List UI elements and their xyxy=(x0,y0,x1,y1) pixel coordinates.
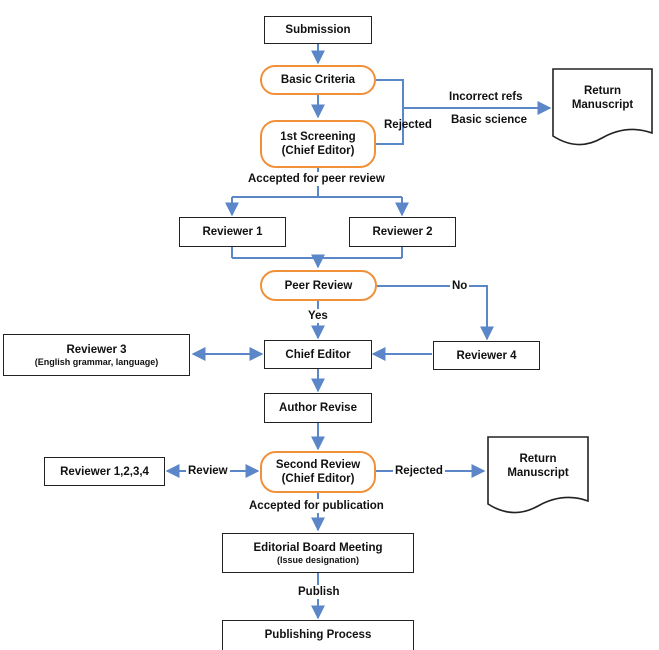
basic-criteria-label: Basic Criteria xyxy=(280,74,356,86)
reviewer3-subtitle: (English grammar, language) xyxy=(34,356,159,367)
return-1-line1: Return xyxy=(583,85,622,97)
return-manuscript-shape-1 xyxy=(552,68,653,146)
publishing-process-label: Publishing Process xyxy=(264,629,372,641)
author-revise-label: Author Revise xyxy=(279,402,357,414)
first-screening-subtitle: (Chief Editor) xyxy=(281,145,355,157)
return-1-line2: Manuscript xyxy=(571,99,634,111)
label-accepted-pub: Accepted for publication xyxy=(247,499,386,513)
arrow-peer-reviewer4 xyxy=(377,285,494,341)
reviewer1234-node: Reviewer 1,2,3,4 xyxy=(44,457,165,486)
first-screening-title: 1st Screening xyxy=(280,131,356,143)
first-screening-node: 1st Screening (Chief Editor) xyxy=(260,120,376,168)
label-rejected-1: Rejected xyxy=(384,119,432,131)
label-review: Review xyxy=(186,464,230,478)
editorial-board-subtitle: (Issue designation) xyxy=(276,554,359,565)
submission-node: Submission xyxy=(264,16,372,44)
return-2-line2: Manuscript xyxy=(507,467,569,479)
reviewer2-node: Reviewer 2 xyxy=(349,217,456,247)
editorial-board-title: Editorial Board Meeting xyxy=(253,541,383,554)
reviewer3-title: Reviewer 3 xyxy=(66,343,127,356)
label-publish: Publish xyxy=(296,585,342,599)
label-accepted-peer: Accepted for peer review xyxy=(246,172,387,186)
reviewer2-label: Reviewer 2 xyxy=(372,226,433,238)
basic-criteria-node: Basic Criteria xyxy=(260,65,376,95)
second-review-node: Second Review (Chief Editor) xyxy=(260,451,376,493)
peer-review-label: Peer Review xyxy=(284,279,353,292)
second-review-subtitle: (Chief Editor) xyxy=(281,473,355,485)
reviewer4-label: Reviewer 4 xyxy=(456,349,517,362)
label-yes: Yes xyxy=(306,309,330,323)
editorial-board-node: Editorial Board Meeting (Issue designati… xyxy=(222,533,414,573)
label-basic-science: Basic science xyxy=(451,114,528,126)
publishing-process-node: Publishing Process xyxy=(222,620,414,650)
author-revise-node: Author Revise xyxy=(264,393,372,423)
reviewer1-node: Reviewer 1 xyxy=(179,217,286,247)
label-rejected-2: Rejected xyxy=(393,464,445,478)
second-review-title: Second Review xyxy=(275,459,361,471)
chief-editor-label: Chief Editor xyxy=(285,348,351,361)
reviewer4-node: Reviewer 4 xyxy=(433,341,540,370)
return-manuscript-shape-2 xyxy=(487,436,589,514)
rejected-bracket xyxy=(376,79,404,145)
reviewer1-label: Reviewer 1 xyxy=(202,226,263,238)
return-manuscript-1-text: Return Manuscript xyxy=(553,84,652,112)
label-incorrect-refs: Incorrect refs xyxy=(449,91,523,103)
submission-label: Submission xyxy=(285,24,351,36)
reviewer3-node: Reviewer 3 (English grammar, language) xyxy=(3,334,190,376)
return-2-line1: Return xyxy=(519,453,557,465)
return-manuscript-2-text: Return Manuscript xyxy=(488,452,588,480)
label-no: No xyxy=(450,279,470,293)
reviewer1234-label: Reviewer 1,2,3,4 xyxy=(60,465,149,478)
chief-editor-node: Chief Editor xyxy=(264,340,372,369)
peer-review-node: Peer Review xyxy=(260,270,377,301)
